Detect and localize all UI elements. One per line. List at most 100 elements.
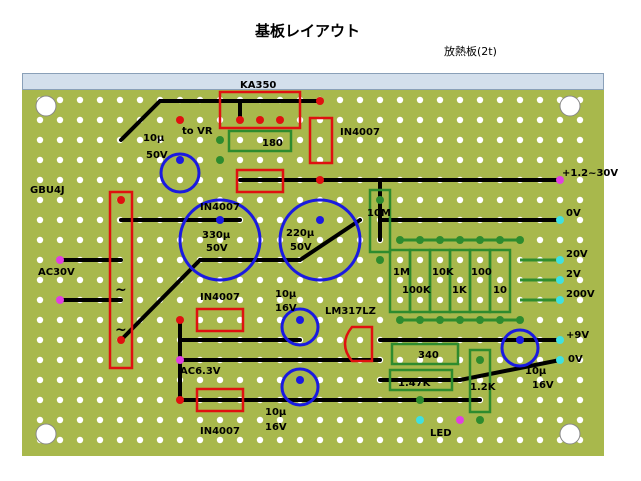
green-components: [227, 129, 512, 414]
board-hole: [376, 116, 384, 124]
terminal-label-0v-top: 0V: [566, 208, 581, 219]
board-hole: [56, 196, 64, 204]
board-hole: [396, 136, 404, 144]
board-hole: [576, 336, 584, 344]
board-hole: [196, 196, 204, 204]
board-hole: [276, 436, 284, 444]
label-r10m: 10M: [367, 208, 391, 219]
board-hole: [556, 416, 564, 424]
mount-hole-tr: [559, 95, 581, 117]
board-hole: [576, 396, 584, 404]
cap-pads: [176, 156, 524, 384]
board-hole: [116, 276, 124, 284]
board-hole: [556, 396, 564, 404]
board-hole: [356, 136, 364, 144]
board-hole: [556, 156, 564, 164]
terminal-ac30v-b: [56, 296, 64, 304]
resistor-10m: [368, 188, 392, 254]
board-hole: [276, 136, 284, 144]
board-hole: [396, 116, 404, 124]
board-hole: [156, 376, 164, 384]
board-hole: [136, 336, 144, 344]
board-hole: [336, 96, 344, 104]
board-hole: [96, 316, 104, 324]
board-hole: [56, 316, 64, 324]
board-hole: [136, 96, 144, 104]
board-hole: [156, 256, 164, 264]
board-hole: [216, 236, 224, 244]
board-hole: [76, 196, 84, 204]
board-hole: [116, 236, 124, 244]
board-hole: [296, 236, 304, 244]
terminal-9v: [556, 336, 564, 344]
board-hole: [416, 436, 424, 444]
cap-10u-right: [500, 328, 540, 368]
board-hole: [536, 316, 544, 324]
board-hole: [116, 176, 124, 184]
board-hole: [96, 376, 104, 384]
board-hole: [36, 256, 44, 264]
board-hole: [256, 216, 264, 224]
board-hole: [76, 356, 84, 364]
board-hole: [256, 436, 264, 444]
board-hole: [96, 416, 104, 424]
board-hole: [56, 416, 64, 424]
board-hole: [376, 416, 384, 424]
board-hole: [516, 376, 524, 384]
board-hole: [96, 356, 104, 364]
board-hole: [36, 116, 44, 124]
board-hole: [456, 196, 464, 204]
board-hole: [356, 416, 364, 424]
board-hole: [36, 396, 44, 404]
bridge-gbu4j: [108, 190, 134, 370]
board-hole: [436, 416, 444, 424]
board-hole: [356, 336, 364, 344]
board-hole: [56, 276, 64, 284]
board-hole: [336, 376, 344, 384]
board-hole: [56, 96, 64, 104]
board-hole: [476, 376, 484, 384]
board-hole: [476, 436, 484, 444]
label-cap10-top-v: 50V: [146, 150, 168, 161]
label-to-vr: to VR: [182, 126, 213, 137]
label-cap10-right-v: 16V: [532, 380, 554, 391]
board-hole: [516, 156, 524, 164]
board-hole: [56, 236, 64, 244]
board-hole: [116, 316, 124, 324]
label-r10k: 10K: [432, 267, 455, 278]
terminal-led: [416, 416, 424, 424]
board-hole: [136, 416, 144, 424]
board-hole: [296, 196, 304, 204]
board-hole: [336, 136, 344, 144]
board-hole: [256, 196, 264, 204]
board-hole: [96, 236, 104, 244]
board-hole: [436, 196, 444, 204]
board-hole: [376, 156, 384, 164]
board-hole: [496, 196, 504, 204]
board-hole: [396, 436, 404, 444]
board-hole: [296, 436, 304, 444]
mount-hole-tl: [35, 95, 57, 117]
board-hole: [196, 276, 204, 284]
board-hole: [76, 396, 84, 404]
board-hole: [36, 176, 44, 184]
terminals: [56, 176, 564, 424]
board-hole: [96, 196, 104, 204]
board-hole: [336, 296, 344, 304]
board-hole: [356, 256, 364, 264]
label-r12k: 1.2K: [470, 382, 497, 393]
terminal-label-200v: 200V: [566, 289, 595, 300]
board-hole: [576, 276, 584, 284]
board-hole: [76, 176, 84, 184]
board-hole: [216, 376, 224, 384]
board-hole: [276, 296, 284, 304]
board-hole: [56, 396, 64, 404]
board-hole: [356, 116, 364, 124]
board-hole: [416, 196, 424, 204]
board-hole: [56, 336, 64, 344]
board-hole: [556, 136, 564, 144]
board-hole: [396, 156, 404, 164]
board-hole: [116, 396, 124, 404]
label-cap10-bot-v: 16V: [265, 422, 287, 433]
terminal-20v: [556, 256, 564, 264]
